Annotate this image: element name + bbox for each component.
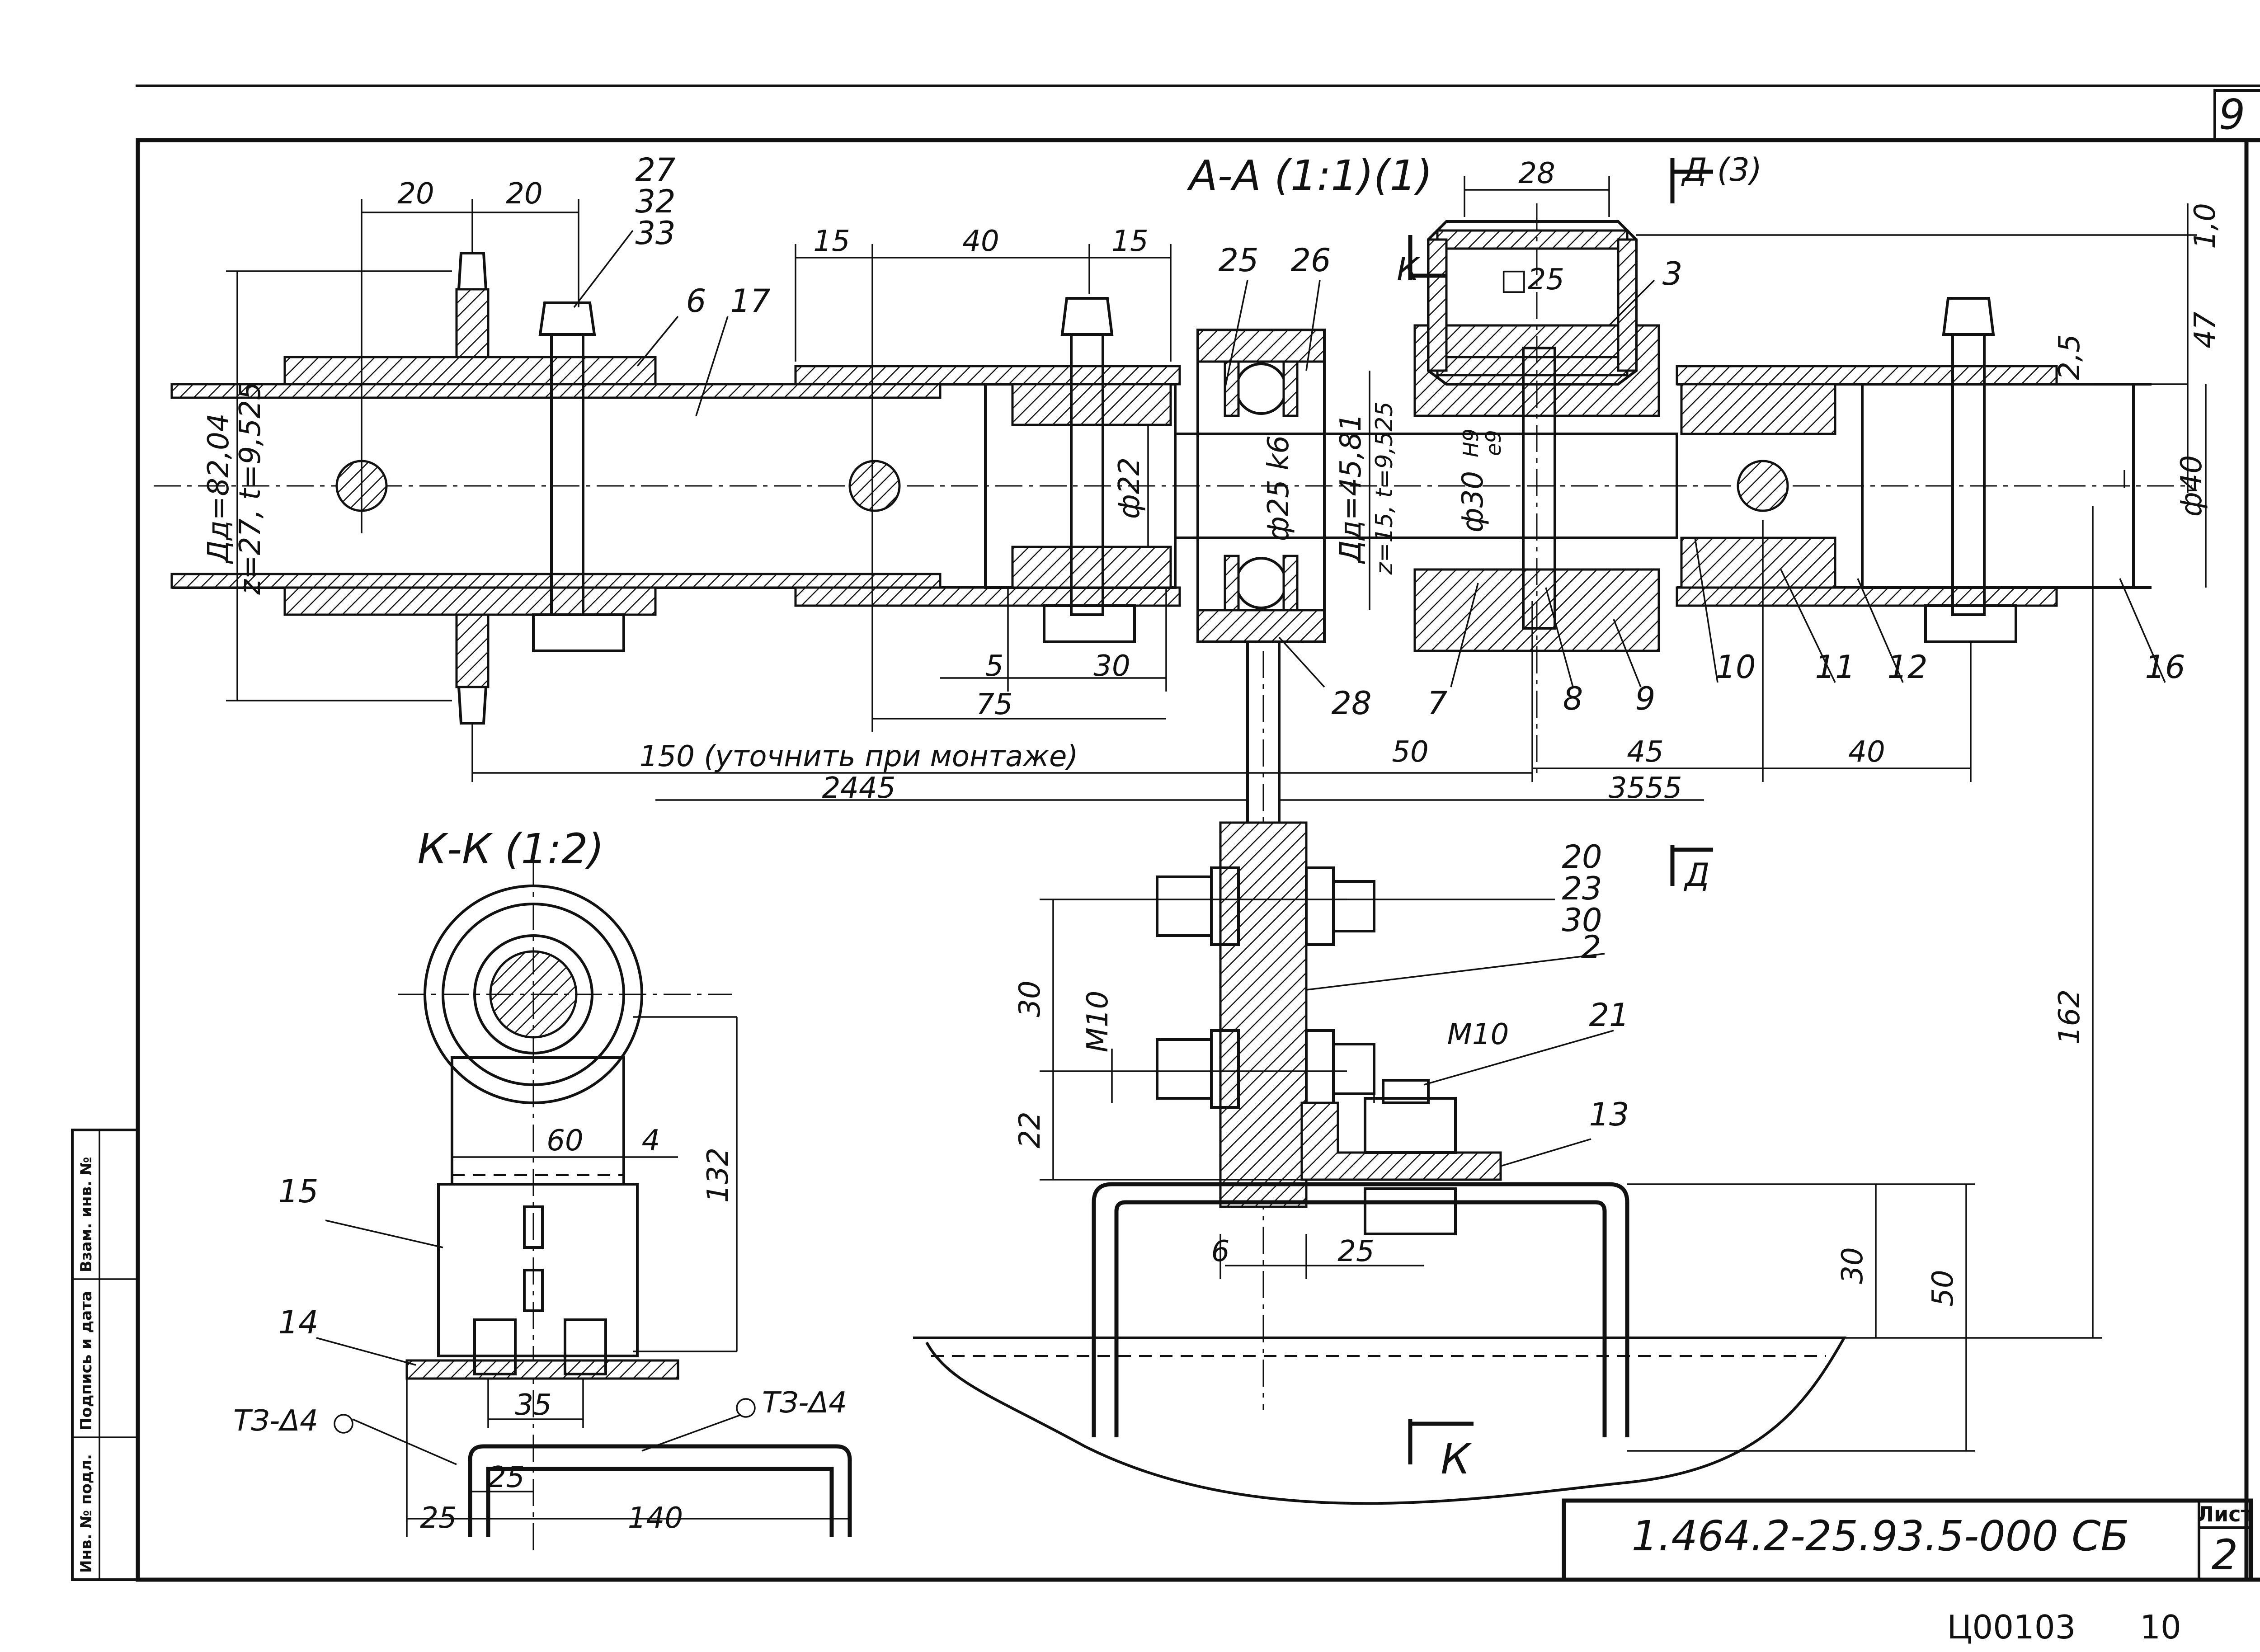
dim-2-5: 2,5 [2053, 334, 2086, 380]
dim-132: 132 [702, 1148, 735, 1203]
weld-note-1: ТЗ-Δ4 [233, 1404, 318, 1438]
callout-6: 6 [686, 282, 706, 320]
weld-note-2: ТЗ-Δ4 [762, 1386, 847, 1420]
callout-30: 30 [1562, 902, 1602, 939]
callout-2: 2 [1581, 929, 1601, 966]
list-number: 2 [2212, 1531, 2238, 1579]
callout-15: 15 [278, 1173, 318, 1210]
dim-162: 162 [2053, 989, 2086, 1045]
kk-section [398, 859, 852, 1550]
dim-5: 5 [985, 650, 1004, 683]
callout-3: 3 [1662, 255, 1683, 292]
sheet-frame [71, 85, 2260, 1582]
dim-sprocket-left: Дд=82,04 [202, 413, 235, 564]
marker-k-bottom: К [1441, 1435, 1472, 1483]
dim-150: 150 (уточнить при монтаже) [640, 740, 1078, 773]
dim-15b: 15 [1111, 225, 1148, 258]
dim-6: 6 [1211, 1235, 1230, 1268]
dim-phi22: ф22 [1113, 457, 1146, 519]
section-d3-title: Д (3) [1681, 151, 1762, 188]
side-label-inv: Инв. № подл. [77, 1454, 95, 1573]
callout-13: 13 [1589, 1096, 1629, 1133]
dim-sprocket-right: Дд=45,81 [1334, 413, 1368, 564]
callout-25: 25 [1218, 242, 1258, 279]
dim-30r: 30 [1836, 1247, 1869, 1284]
section-kk-title: К-К (1:2) [418, 825, 604, 873]
callout-11: 11 [1815, 649, 1855, 686]
dim-20b: 20 [506, 177, 542, 211]
dim-sprocket-left-z: z=27, t=9,525 [234, 381, 267, 595]
dim-22: 22 [1013, 1111, 1047, 1148]
section-markers [1408, 158, 1713, 1464]
dim-fit-e9: e9 [1481, 430, 1506, 456]
dim-phi30: ф30 [1456, 471, 1490, 532]
bottom-number: 10 [2140, 1608, 2181, 1646]
dim-m10b: M10 [1447, 1018, 1509, 1051]
dimension-lines [226, 176, 2207, 1537]
dim-sq25: □25 [1500, 263, 1564, 297]
side-label-sign: Подпись и дата [77, 1291, 95, 1431]
dim-25d: 25 [420, 1501, 457, 1535]
dim-30v: 30 [1013, 980, 1047, 1017]
dim-1-0: 1,0 [2189, 203, 2222, 249]
callout-26: 26 [1290, 242, 1331, 279]
dim-phi40: ф40 [2175, 455, 2208, 517]
callout-27: 27 [635, 151, 675, 188]
callout-17: 17 [730, 282, 770, 320]
shaft-assembly [154, 203, 2192, 1410]
callout-16: 16 [2145, 649, 2185, 686]
dim-25b: 25 [1337, 1235, 1374, 1268]
marker-k-top: К [1397, 251, 1421, 288]
dim-m10a: M10 [1081, 991, 1115, 1053]
bottom-code: Ц00103 [1947, 1608, 2076, 1646]
dim-75: 75 [976, 688, 1012, 721]
dimension-values: 20 20 15 40 15 28 1,0 47 2,5 ф40 □25 ф22… [202, 157, 2222, 1535]
dim-2445: 2445 [822, 772, 896, 805]
dim-4: 4 [642, 1124, 660, 1158]
callout-23: 23 [1562, 870, 1602, 907]
dim-15a: 15 [813, 225, 850, 258]
dim-fit-h9: H9 [1459, 428, 1483, 457]
callout-32: 32 [635, 183, 675, 220]
callout-21: 21 [1589, 997, 1629, 1034]
dim-25c: 25 [488, 1461, 524, 1494]
list-label: Лист [2197, 1502, 2253, 1526]
dim-20a: 20 [397, 177, 434, 211]
dim-47: 47 [2189, 311, 2222, 348]
callout-33: 33 [635, 215, 675, 252]
dim-phi25k6: ф25 k6 [1262, 435, 1295, 541]
dim-45: 45 [1627, 735, 1663, 769]
dim-35: 35 [515, 1388, 551, 1422]
callout-14: 14 [278, 1304, 318, 1341]
dim-60: 60 [546, 1124, 583, 1158]
callout-9: 9 [1635, 680, 1656, 717]
callout-28: 28 [1331, 685, 1371, 722]
dim-sprocket-right-z: z=15, t=9,525 [1371, 402, 1398, 575]
dim-140: 140 [628, 1501, 683, 1535]
callout-7: 7 [1427, 685, 1448, 722]
dim-50: 50 [1392, 735, 1428, 769]
section-aa-title: А-А (1:1)(1) [1187, 151, 1432, 200]
dim-50r: 50 [1926, 1270, 1960, 1306]
top-right-number: 9 [2219, 90, 2246, 139]
dim-28: 28 [1518, 157, 1555, 190]
drawing-code: 1.464.2-25.93.5-000 СБ [1632, 1512, 2129, 1560]
side-label-replace: Взам. инв. № [77, 1157, 95, 1272]
callout-20: 20 [1562, 838, 1602, 875]
marker-d-bottom: Д [1684, 857, 1710, 894]
callout-labels: 27 32 33 6 17 25 26 3 28 7 8 9 10 11 12 … [278, 151, 2185, 1341]
callout-12: 12 [1887, 649, 1927, 686]
dim-40b: 40 [1848, 735, 1885, 769]
dim-3555: 3555 [1609, 772, 1682, 805]
bracket-assembly [913, 821, 1847, 1505]
dim-30: 30 [1093, 650, 1130, 683]
callout-8: 8 [1563, 680, 1583, 717]
dim-40: 40 [962, 225, 999, 258]
callout-10: 10 [1715, 649, 1756, 686]
